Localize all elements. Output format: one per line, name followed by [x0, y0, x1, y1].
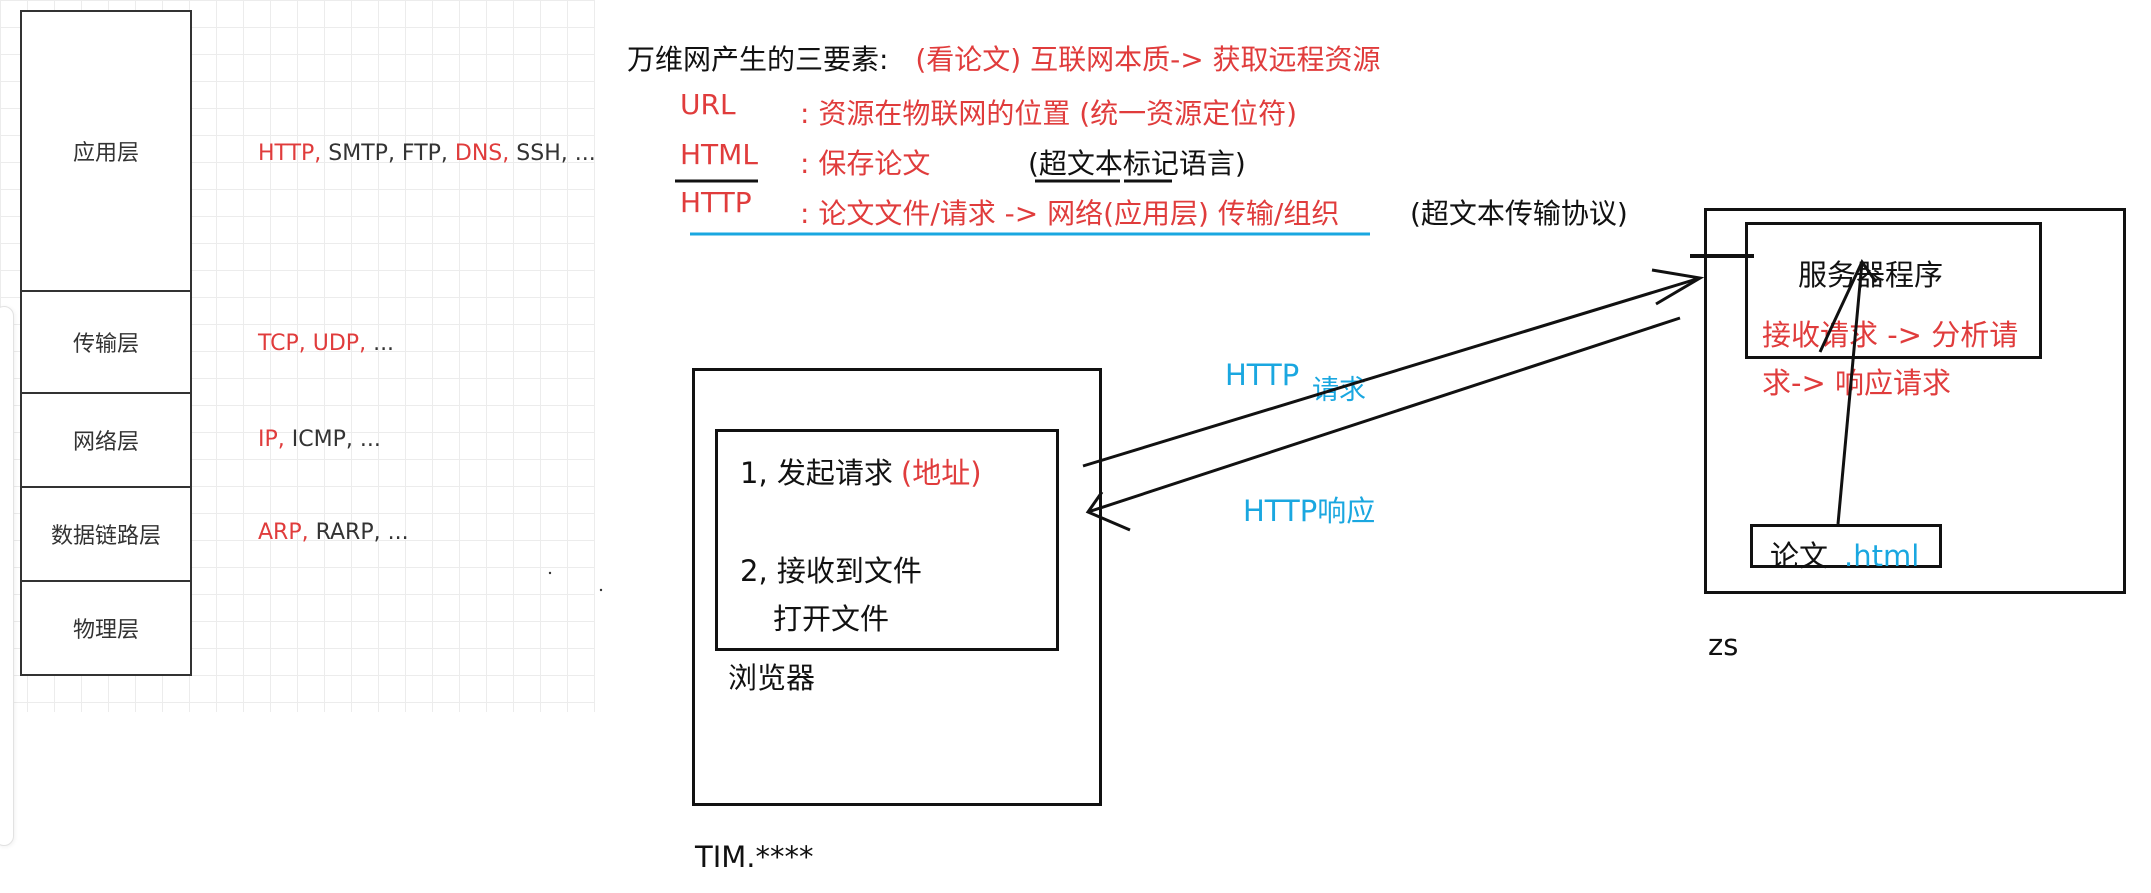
protocols-transport: TCP, UDP, ...	[258, 331, 394, 356]
stray-dot	[599, 588, 603, 592]
protocol-list: SSH, ...	[509, 141, 596, 166]
browser-caption: TIM.****	[695, 840, 814, 874]
browser-actions-box	[715, 429, 1059, 651]
layer-datalink: 数据链路层	[20, 486, 192, 582]
server-process-line1: 接收请求 -> 分析请	[1762, 318, 2019, 352]
server-machine	[1704, 208, 2126, 594]
server-file-box	[1750, 524, 1942, 568]
layer-label: 物理层	[72, 618, 139, 643]
response-arrow-line	[1087, 316, 1681, 514]
request-arrowhead	[1651, 268, 1705, 306]
layer-label: 数据链路层	[50, 524, 161, 549]
protocols-datalink: ARP, RARP, ...	[258, 520, 409, 545]
browser-step-receive: 2, 接收到文件	[740, 554, 922, 588]
heading-red-text: (看论文) 互联网本质-> 获取远程资源	[915, 43, 1381, 76]
http-key: HTTP	[680, 186, 752, 219]
stray-dot	[548, 571, 552, 575]
file-to-program-arrowhead	[1818, 259, 1878, 353]
file-name-text: 论文	[1770, 539, 1829, 573]
protocol-list: SMTP, FTP,	[321, 141, 448, 166]
html-desc: : 保存论文	[800, 147, 931, 180]
file-ext-text: .html	[1844, 539, 1920, 573]
server-program-box	[1745, 222, 2042, 359]
heading-text: 万维网产生的三要素:	[627, 43, 889, 76]
notes-heading: 万维网产生的三要素: (看论文) 互联网本质-> 获取远程资源	[627, 38, 1381, 78]
layer-label: 应用层	[72, 141, 139, 166]
request-label-http: HTTP	[1225, 358, 1300, 392]
browser-step-request: 1, 发起请求(地址)	[740, 450, 982, 492]
response-arrowhead	[1085, 491, 1131, 532]
side-panel-edge	[0, 306, 14, 846]
layer-transport: 传输层	[20, 290, 192, 394]
protocol-dns: DNS,	[447, 141, 510, 166]
server-process-line2: 求-> 响应请求	[1762, 366, 1951, 400]
protocols-application: HTTP, SMTP, FTP, DNS, SSH, ...	[258, 141, 596, 166]
url-desc: : 资源在物联网的位置 (统一资源定位符)	[800, 97, 1298, 130]
response-label: HTTP响应	[1243, 494, 1376, 528]
server-file: 论文 .html	[1770, 533, 1919, 575]
request-label-cn: 请求	[1312, 375, 1366, 406]
http-note: (超文本传输协议)	[1410, 197, 1628, 230]
server-label: zs	[1708, 628, 1739, 662]
layer-network: 网络层	[20, 392, 192, 488]
html-note: (超文本标记语言)	[1028, 147, 1246, 180]
protocol-ip: IP,	[258, 427, 285, 452]
browser-label: 浏览器	[728, 661, 816, 695]
protocol-list: RARP, ...	[308, 520, 409, 545]
html-key: HTML	[680, 138, 758, 171]
protocol-http: HTTP,	[258, 141, 322, 166]
file-to-program-arrow	[1836, 261, 1864, 525]
layer-label: 网络层	[72, 430, 139, 455]
http-desc: : 论文文件/请求 -> 网络(应用层) 传输/组织	[800, 197, 1340, 230]
layer-physical: 物理层	[20, 580, 192, 676]
browser-step-open: 打开文件	[773, 602, 890, 636]
protocol-list: ICMP, ...	[284, 427, 381, 452]
layer-label: 传输层	[72, 332, 139, 357]
protocol-list: ...	[366, 331, 395, 356]
step-address-text: (地址)	[900, 456, 982, 490]
browser-window	[692, 368, 1102, 806]
step-request-text: 1, 发起请求	[740, 456, 893, 490]
layer-application: 应用层	[20, 10, 192, 292]
protocol-arp: ARP,	[258, 520, 309, 545]
request-arrow-line	[1082, 276, 1701, 468]
protocols-network: IP, ICMP, ...	[258, 427, 381, 452]
url-key: URL	[680, 88, 736, 121]
protocol-tcp-udp: TCP, UDP,	[258, 331, 367, 356]
